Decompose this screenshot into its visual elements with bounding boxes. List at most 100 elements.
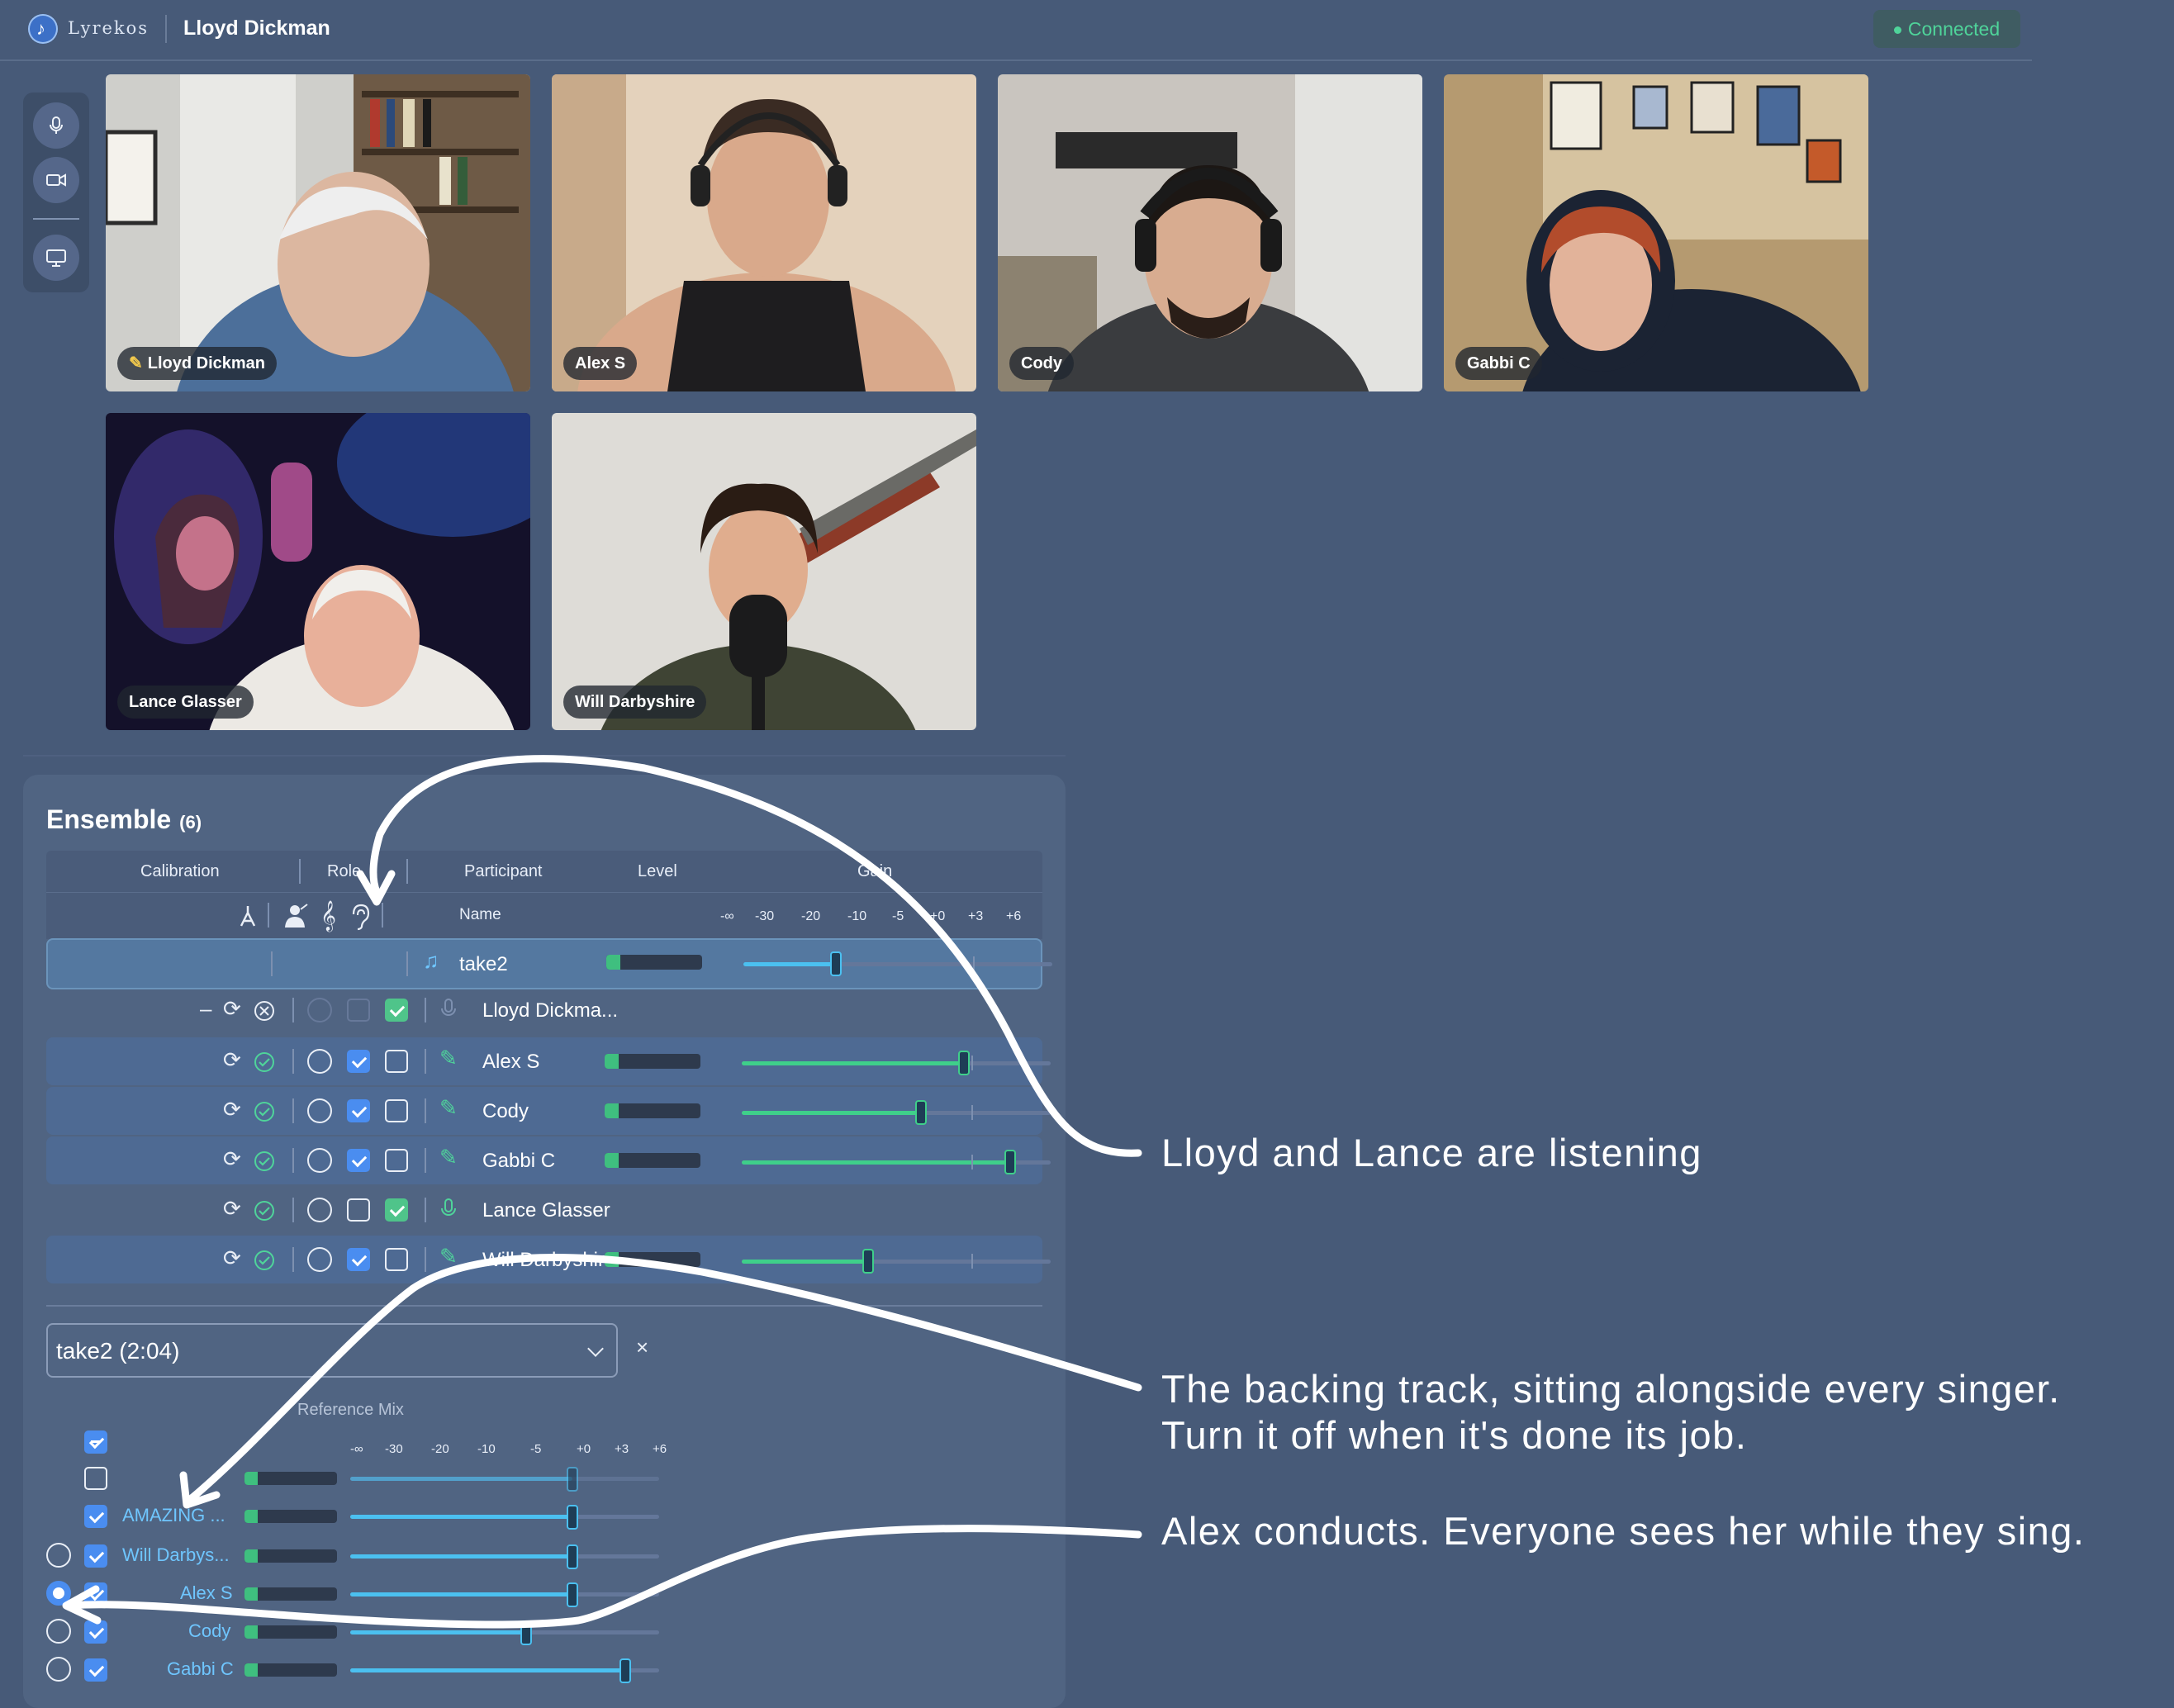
- video-tile-lance[interactable]: Lance Glasser: [106, 413, 530, 730]
- select-all-toggle[interactable]: [84, 1430, 107, 1454]
- gain-slider-fill: [742, 1160, 1010, 1165]
- singer-checkbox[interactable]: [347, 1050, 370, 1073]
- mix-include-checkbox[interactable]: [84, 1544, 107, 1568]
- header-level: Level: [638, 862, 677, 880]
- listener-checkbox[interactable]: [385, 1248, 408, 1271]
- video-tile-will[interactable]: Will Darbyshire: [552, 413, 976, 730]
- tuning-fork-icon[interactable]: [236, 903, 259, 929]
- gain-slider-thumb[interactable]: [915, 1100, 927, 1125]
- participant-name-tag: ✎Lloyd Dickman: [117, 347, 278, 380]
- row-divider: [271, 951, 273, 976]
- gain-tick: +3: [968, 909, 984, 923]
- conductor-radio[interactable]: [307, 1148, 332, 1173]
- pen-icon: ✎: [439, 1046, 458, 1070]
- participant-row-lloyd: – ⟳ Lloyd Dickma...: [46, 986, 1042, 1034]
- listener-checkbox[interactable]: [385, 1198, 408, 1222]
- singer-checkbox[interactable]: [347, 999, 370, 1022]
- section-divider: [23, 755, 1066, 757]
- camera-icon: [46, 173, 66, 187]
- mix-slider-thumb[interactable]: [567, 1544, 578, 1569]
- conductor-radio[interactable]: [46, 1581, 71, 1606]
- conductor-radio[interactable]: [307, 1247, 332, 1272]
- singer-checkbox[interactable]: [347, 1198, 370, 1222]
- recalibrate-icon[interactable]: ⟳: [223, 1146, 241, 1171]
- mix-include-checkbox[interactable]: [84, 1505, 107, 1528]
- take-select[interactable]: take2 (2:04): [46, 1323, 618, 1378]
- close-take-button[interactable]: ×: [636, 1335, 649, 1359]
- level-meter: [244, 1510, 337, 1523]
- recalibrate-icon[interactable]: ⟳: [223, 1245, 241, 1270]
- cancel-circle-icon[interactable]: [253, 999, 276, 1022]
- recalibrate-icon[interactable]: ⟳: [223, 1047, 241, 1072]
- gain-slider-thumb[interactable]: [862, 1249, 874, 1274]
- mix-slider-thumb[interactable]: [567, 1582, 578, 1607]
- mix-slider-thumb[interactable]: [567, 1467, 578, 1492]
- recalibrate-icon[interactable]: ⟳: [223, 1196, 241, 1221]
- recalibrate-icon[interactable]: ⟳: [223, 1097, 241, 1122]
- row-divider: [292, 1247, 294, 1272]
- conductor-radio[interactable]: [307, 1198, 332, 1222]
- row-divider: [425, 1198, 426, 1222]
- mix-tick: +6: [653, 1442, 667, 1456]
- mix-slider-thumb[interactable]: [520, 1620, 532, 1645]
- mix-slider-thumb[interactable]: [567, 1505, 578, 1530]
- screen-share-button[interactable]: [33, 235, 79, 281]
- app-logo-icon: ♪: [28, 14, 58, 44]
- conductor-radio[interactable]: [307, 1098, 332, 1123]
- gain-slider-thumb[interactable]: [830, 951, 842, 976]
- video-tile-cody[interactable]: Cody: [998, 74, 1422, 391]
- participant-row-alex: ⟳ ✎ Alex S: [46, 1037, 1051, 1085]
- participant-name: Will Darbyshire: [482, 1249, 616, 1271]
- mix-include-checkbox[interactable]: [84, 1582, 107, 1606]
- camera-button[interactable]: [33, 157, 79, 203]
- row-divider: [425, 1148, 426, 1173]
- header-divider: [299, 859, 301, 884]
- mix-slider-thumb[interactable]: [619, 1658, 631, 1683]
- listener-checkbox[interactable]: [385, 999, 408, 1022]
- music-note-icon: ♫: [423, 948, 439, 973]
- recalibrate-icon[interactable]: ⟳: [223, 996, 241, 1021]
- level-meter: [605, 1252, 700, 1267]
- track-row-take2[interactable]: ♫ take2: [46, 938, 1052, 989]
- listener-checkbox[interactable]: [385, 1050, 408, 1073]
- calibrated-check-icon: [254, 1052, 274, 1072]
- level-meter: [244, 1663, 337, 1677]
- gain-slider-thumb[interactable]: [958, 1051, 970, 1075]
- participant-name: Alex S: [482, 1051, 540, 1073]
- participant-name: Lance Glasser: [482, 1199, 610, 1222]
- microphone-icon: [441, 999, 456, 1016]
- singer-checkbox[interactable]: [347, 1149, 370, 1172]
- listener-checkbox[interactable]: [385, 1149, 408, 1172]
- minus-icon[interactable]: –: [200, 996, 212, 1021]
- row-divider: [425, 998, 426, 1022]
- participant-name-tag: Gabbi C: [1455, 347, 1542, 380]
- participant-row-cody: ⟳ ✎ Cody: [46, 1087, 1051, 1135]
- conductor-radio[interactable]: [307, 998, 332, 1022]
- row-divider: [292, 1148, 294, 1173]
- conductor-radio[interactable]: [46, 1619, 71, 1644]
- conductor-radio[interactable]: [307, 1049, 332, 1074]
- video-tile-gabbi[interactable]: Gabbi C: [1444, 74, 1868, 391]
- gain-tick: -∞: [720, 909, 734, 923]
- conductor-radio[interactable]: [46, 1543, 71, 1568]
- top-bar: ♪ Lyrekos Lloyd Dickman Connected: [0, 0, 2032, 61]
- magic-wand-icon: ✎: [129, 354, 143, 372]
- listener-checkbox[interactable]: [385, 1099, 408, 1122]
- video-tile-alex[interactable]: Alex S: [552, 74, 976, 391]
- gain-slider-thumb[interactable]: [1004, 1150, 1016, 1174]
- singer-checkbox[interactable]: [347, 1099, 370, 1122]
- microphone-button[interactable]: [33, 102, 79, 149]
- video-tile-lloyd[interactable]: ✎Lloyd Dickman: [106, 74, 530, 391]
- participant-name: Lloyd Dickma...: [482, 999, 619, 1022]
- mix-include-checkbox[interactable]: [84, 1467, 107, 1490]
- reference-mix-label: Reference Mix: [297, 1401, 404, 1419]
- mix-include-checkbox[interactable]: [84, 1658, 107, 1682]
- screen-share-icon: [46, 249, 66, 267]
- conductor-radio[interactable]: [46, 1657, 71, 1682]
- singer-checkbox[interactable]: [347, 1248, 370, 1271]
- mix-slider-fill: [350, 1515, 572, 1519]
- conductor-icon: [285, 904, 308, 928]
- video-feed: [1444, 74, 1868, 391]
- mix-include-checkbox[interactable]: [84, 1620, 107, 1644]
- header-divider: [165, 15, 167, 43]
